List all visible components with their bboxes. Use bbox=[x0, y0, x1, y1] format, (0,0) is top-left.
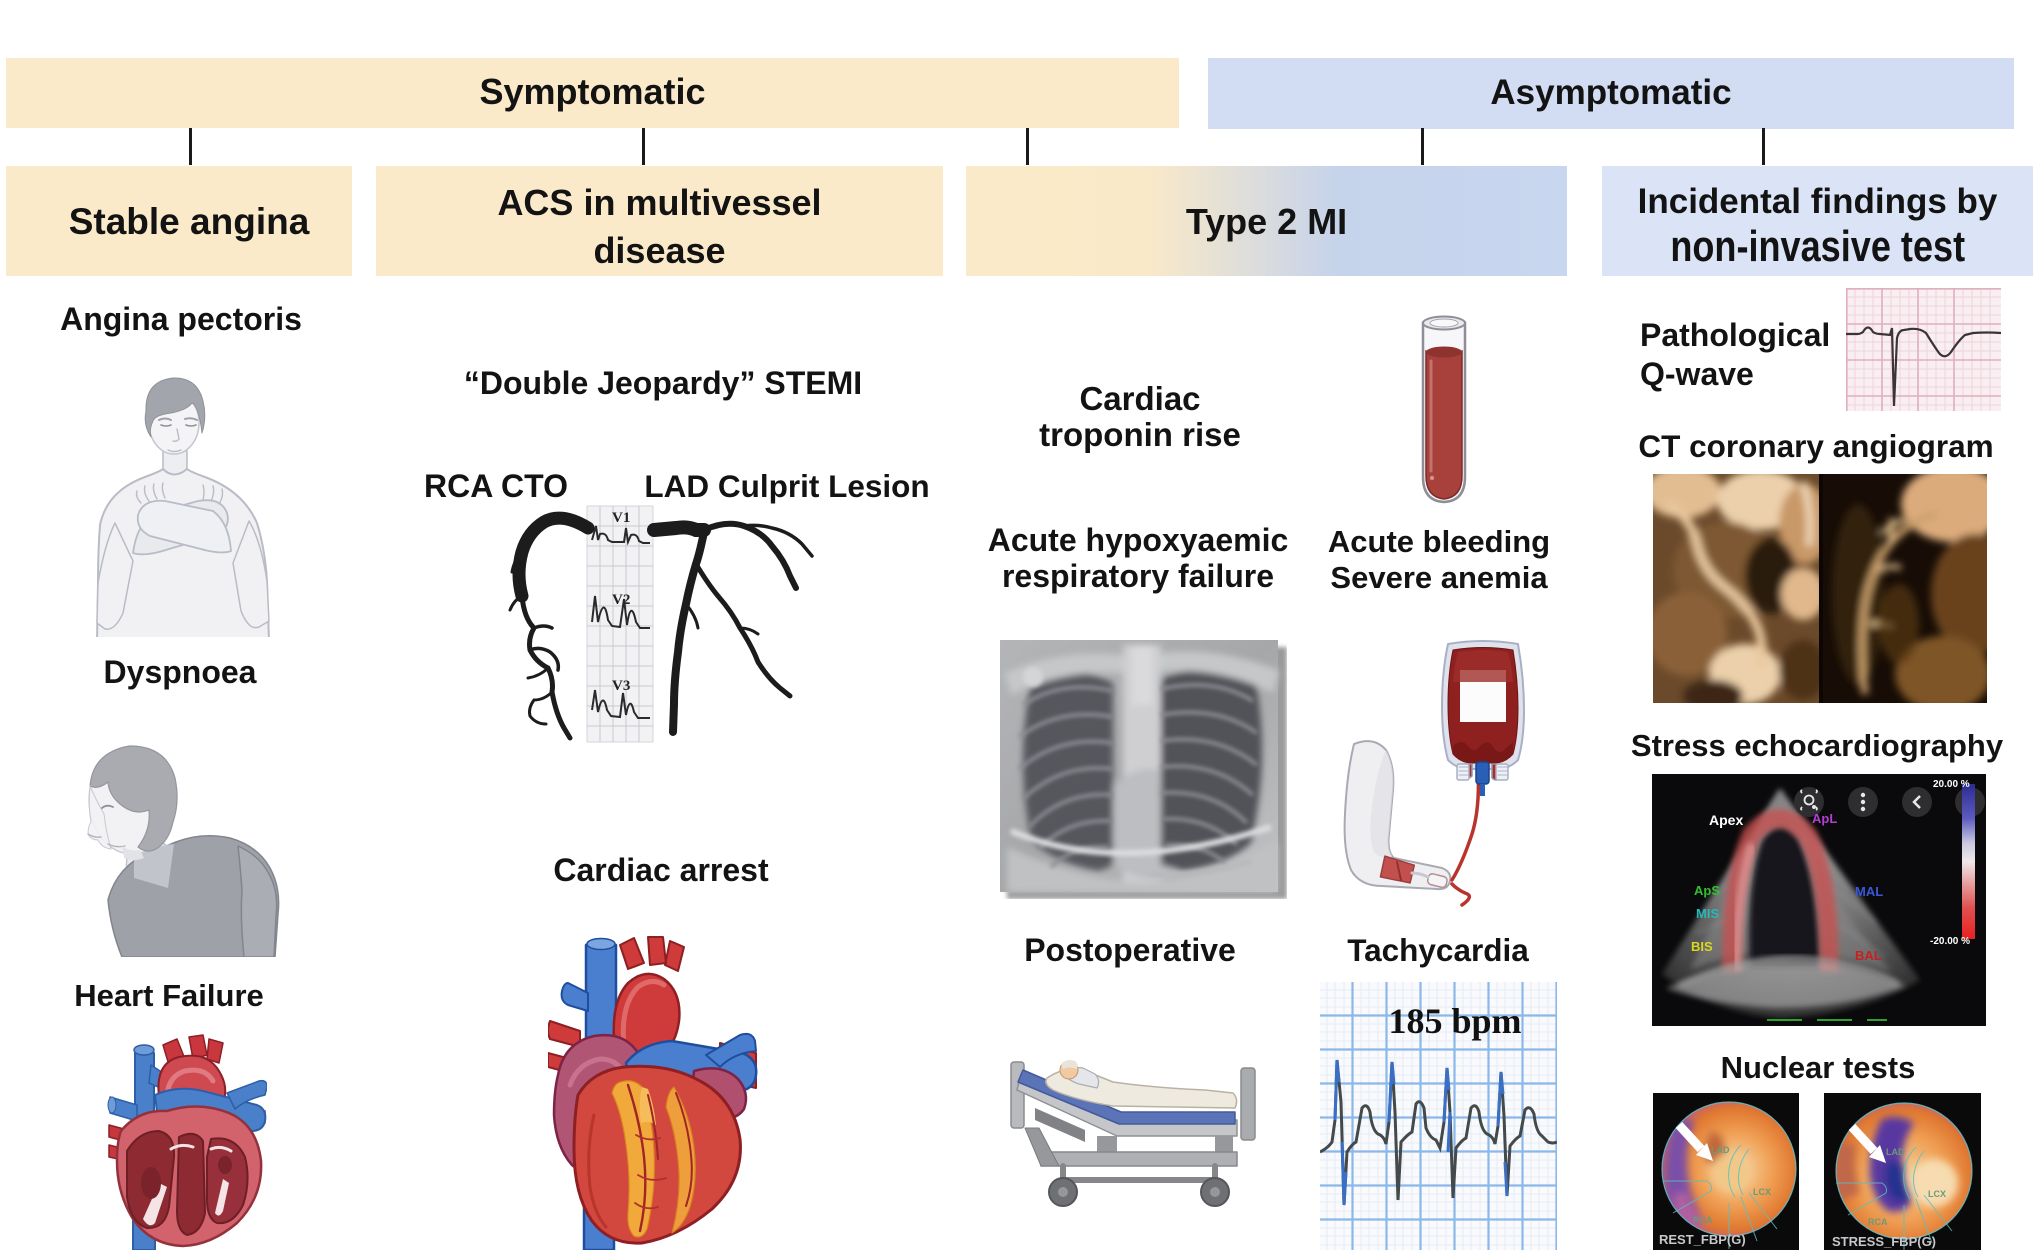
svg-text:LAD: LAD bbox=[1711, 1145, 1730, 1155]
svg-text:ApS: ApS bbox=[1694, 883, 1720, 898]
svg-text:REST_FBP(G): REST_FBP(G) bbox=[1659, 1232, 1746, 1247]
svg-text:-20.00 %: -20.00 % bbox=[1930, 936, 1970, 947]
svg-text:V1: V1 bbox=[612, 510, 630, 526]
svg-text:STRESS_FBP(G): STRESS_FBP(G) bbox=[1832, 1234, 1936, 1249]
svg-text:BIS: BIS bbox=[1691, 939, 1713, 954]
svg-text:LCX: LCX bbox=[1928, 1189, 1946, 1199]
svg-text:MAL: MAL bbox=[1855, 884, 1883, 899]
svg-text:BAL: BAL bbox=[1855, 948, 1882, 963]
svg-text:RCA: RCA bbox=[1868, 1217, 1888, 1227]
svg-text:LAD: LAD bbox=[1886, 1147, 1905, 1157]
svg-text:LCX: LCX bbox=[1753, 1187, 1771, 1197]
svg-text:MIS: MIS bbox=[1696, 906, 1719, 921]
svg-text:ApL: ApL bbox=[1812, 811, 1837, 826]
svg-text:185 bpm: 185 bpm bbox=[1388, 1001, 1521, 1041]
svg-text:20.00 %: 20.00 % bbox=[1933, 779, 1970, 790]
svg-text:Apex: Apex bbox=[1709, 812, 1743, 828]
svg-text:V2: V2 bbox=[612, 592, 630, 608]
svg-text:RCA: RCA bbox=[1693, 1215, 1713, 1225]
svg-text:V3: V3 bbox=[612, 678, 630, 694]
